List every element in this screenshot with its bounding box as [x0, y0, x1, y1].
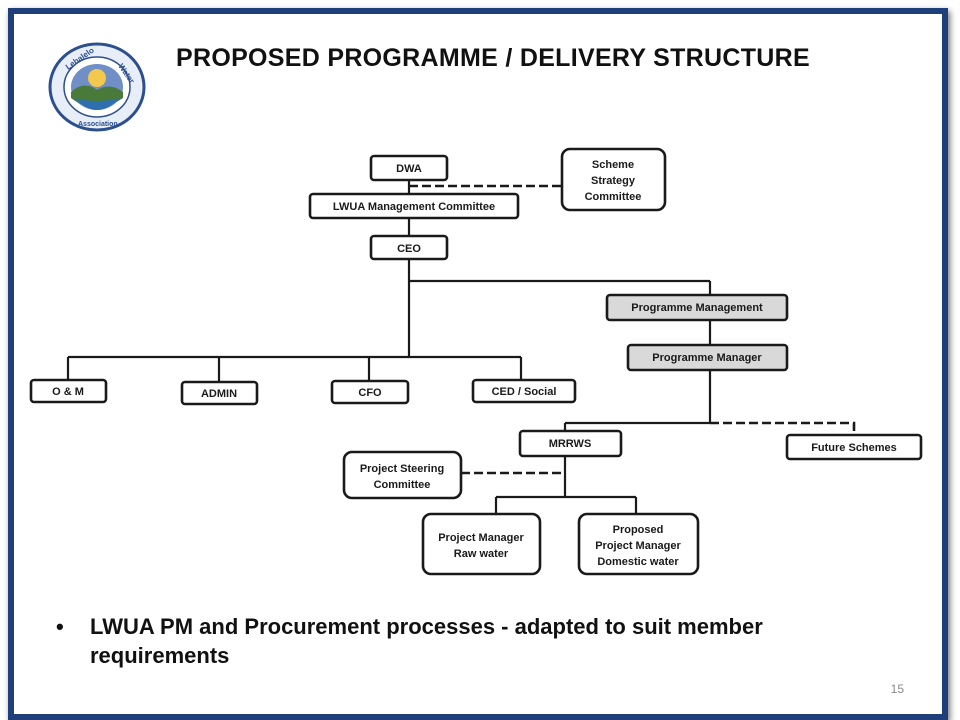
svg-text:CED / Social: CED / Social	[492, 386, 557, 398]
svg-text:CEO: CEO	[397, 243, 421, 255]
svg-text:Project Manager: Project Manager	[438, 532, 524, 544]
connectors	[66, 180, 712, 514]
svg-text:Association: Association	[78, 121, 118, 128]
slide-title: PROPOSED PROGRAMME / DELIVERY STRUCTURE	[176, 44, 810, 72]
svg-text:ADMIN: ADMIN	[201, 388, 237, 400]
svg-text:CFO: CFO	[358, 387, 382, 399]
node-scheme-strategy-committee: Scheme Strategy Committee	[560, 147, 667, 212]
node-lwua-management-committee: LWUA Management Committee	[308, 192, 520, 220]
svg-text:LWUA Management Committee: LWUA Management Committee	[333, 201, 495, 213]
svg-text:Programme Manager: Programme Manager	[652, 352, 762, 364]
node-cfo: CFO	[330, 379, 410, 405]
node-admin: ADMIN	[180, 380, 259, 406]
svg-text:DWA: DWA	[396, 163, 422, 175]
page-number: 15	[890, 682, 904, 696]
node-dwa: DWA	[369, 154, 449, 182]
dashed-connectors	[409, 184, 856, 475]
node-future-schemes: Future Schemes	[785, 433, 923, 461]
node-project-manager-raw-water: Project Manager Raw water	[421, 512, 542, 576]
svg-text:Proposed: Proposed	[613, 524, 664, 536]
svg-text:O & M: O & M	[52, 386, 84, 398]
node-mrrws: MRRWS	[518, 429, 623, 458]
node-programme-manager: Programme Manager	[626, 343, 789, 372]
svg-text:Programme Management: Programme Management	[631, 302, 763, 314]
svg-text:Committee: Committee	[585, 191, 642, 203]
node-ced-social: CED / Social	[471, 378, 577, 404]
svg-text:Strategy: Strategy	[591, 175, 636, 187]
svg-text:Project Manager: Project Manager	[595, 540, 681, 552]
node-o-and-m: O & M	[29, 378, 108, 404]
bullet-text: LWUA PM and Procurement processes - adap…	[90, 614, 763, 668]
svg-text:Scheme: Scheme	[592, 159, 634, 171]
bullet-dot-icon: •	[56, 614, 64, 639]
node-proposed-project-manager-domestic-water: Proposed Project Manager Domestic water	[577, 512, 700, 576]
svg-text:Committee: Committee	[374, 479, 431, 491]
node-ceo: CEO	[369, 234, 449, 261]
svg-text:MRRWS: MRRWS	[549, 438, 592, 450]
svg-text:Raw water: Raw water	[454, 548, 509, 560]
svg-text:Domestic water: Domestic water	[597, 556, 679, 568]
slide-frame	[8, 8, 948, 720]
node-programme-management: Programme Management	[605, 293, 789, 322]
svg-text:Future Schemes: Future Schemes	[811, 442, 897, 454]
lebalelo-logo: Lebalelo Water Association	[48, 42, 146, 132]
node-project-steering-committee: Project Steering Committee	[342, 450, 463, 500]
svg-text:Project Steering: Project Steering	[360, 463, 444, 475]
